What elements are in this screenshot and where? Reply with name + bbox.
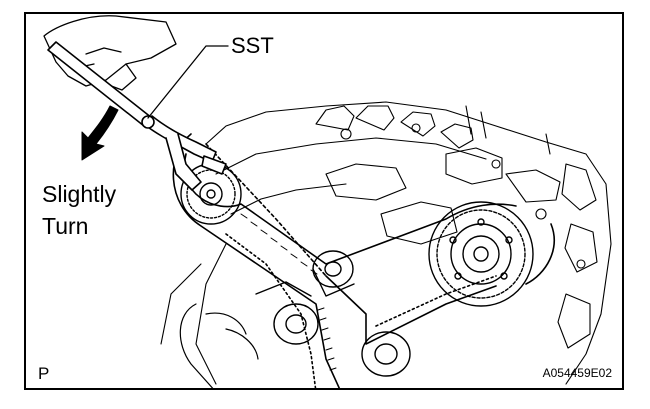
lower-pulleys	[255, 281, 411, 377]
instruction-line-2: Turn	[42, 213, 89, 239]
diagram-frame: SST Slightly Turn P A054459E02	[24, 12, 624, 390]
sst-tool	[47, 41, 227, 191]
instruction-label: Slightly Turn	[42, 178, 116, 242]
engine-block	[160, 101, 612, 385]
idler-pulley	[312, 250, 355, 297]
engine-illustration	[43, 15, 612, 388]
instruction-line-1: Slightly	[42, 181, 117, 207]
sst-label: SST	[231, 33, 274, 58]
corner-mark: P	[38, 364, 50, 383]
figure-code: A054459E02	[542, 366, 612, 380]
camshaft-pulley-right	[428, 201, 534, 307]
hand-lower	[179, 303, 259, 388]
belt-teeth	[240, 213, 337, 371]
sst-leader-line	[147, 45, 229, 119]
curved-arrow-icon	[81, 105, 119, 161]
